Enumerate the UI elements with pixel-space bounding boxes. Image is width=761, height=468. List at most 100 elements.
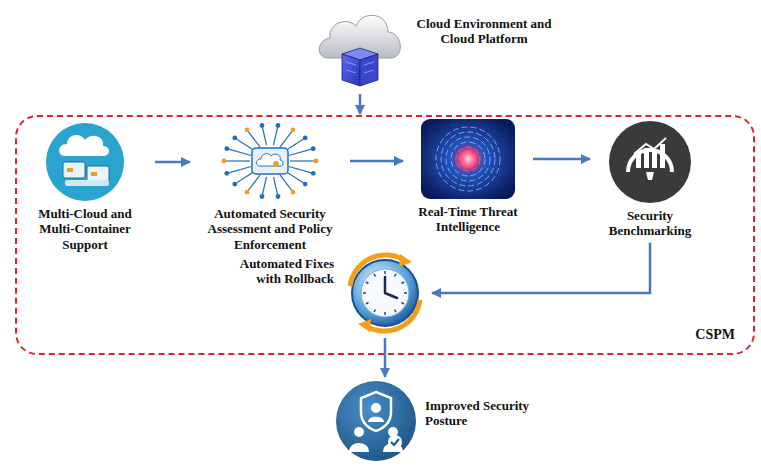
icon-part [402, 303, 405, 305]
icon-part [224, 171, 229, 176]
icon-part [252, 148, 288, 174]
flow-arrow [155, 161, 190, 164]
icon-part [276, 123, 281, 128]
icon-part [374, 274, 376, 277]
region-label: CSPM [695, 327, 735, 343]
icon-part [399, 254, 412, 267]
flow-arrow [384, 338, 387, 377]
flow-arrow [432, 243, 650, 293]
node-label: Security Benchmarking [594, 208, 706, 239]
icon-part [303, 136, 308, 141]
icon-part [87, 166, 109, 182]
capability-step: Automated Fixes with Rollback [216, 250, 428, 336]
icon-part [247, 130, 260, 147]
icon-part [660, 144, 665, 168]
icon-part [374, 310, 376, 313]
icon-part [311, 171, 316, 176]
icon-part [311, 146, 316, 151]
multi-cloud-icon [45, 122, 125, 202]
node-label: Cloud Environment and Cloud Platform [414, 16, 554, 47]
icon-part [636, 154, 641, 168]
cloud-platform: Cloud Environment and Cloud Platform [314, 2, 554, 92]
label-group: Automated Security Assessment and Policy… [194, 206, 346, 252]
capability-step: Multi-Cloud and Multi-Container Support [19, 122, 151, 252]
icon-part [336, 381, 416, 461]
icon-part [342, 48, 378, 86]
icon-part [247, 175, 260, 192]
icon [45, 122, 125, 202]
icon-part [256, 154, 283, 166]
icon-part [227, 167, 251, 174]
icon-part [260, 194, 265, 199]
icon-part [368, 417, 384, 422]
icon-part [646, 172, 654, 180]
threat-icon [420, 118, 516, 200]
icon-part [352, 260, 418, 326]
icon-part [285, 138, 305, 151]
icon [218, 120, 322, 202]
icon-part [291, 127, 296, 132]
icon-part [384, 312, 386, 315]
icon-part [227, 149, 251, 156]
icon-part [280, 175, 293, 192]
icon-part [402, 282, 405, 284]
icon [608, 120, 692, 204]
icon-part [276, 194, 281, 199]
icon-part [446, 137, 490, 181]
capability-step: Automated Security Assessment and Policy… [194, 120, 346, 252]
icon-part [262, 126, 267, 146]
capability-step: Security Benchmarking [594, 120, 706, 239]
icon-part [652, 151, 657, 168]
icon-part [366, 282, 369, 284]
icon-part [232, 182, 237, 187]
icon-part [361, 269, 409, 317]
node-label: Real-Time Threat Intelligence [407, 204, 529, 235]
icon-part [224, 146, 229, 151]
icon-part [314, 159, 319, 164]
cspm-region: CSPM Multi-Cloud and Multi-Container Supp… [15, 115, 755, 355]
icon-part [224, 160, 250, 161]
icon-part [235, 171, 255, 184]
flow-arrow [359, 94, 362, 114]
icon-part [436, 127, 500, 191]
icon-part [46, 123, 124, 201]
label-group: Real-Time Threat Intelligence [407, 204, 529, 235]
label-group: Improved Security Posture [425, 398, 537, 429]
outcome-node: Improved Security Posture [335, 380, 537, 462]
icon-part [371, 403, 381, 413]
node-label: Automated Fixes with Rollback [216, 256, 334, 287]
icon-part [644, 148, 649, 168]
icon-part [395, 310, 397, 313]
icon-part [222, 159, 227, 164]
flow-arrow [350, 160, 403, 163]
posture-icon [335, 380, 417, 462]
icon-part [245, 127, 250, 132]
icon-part [609, 121, 691, 203]
label-group: Multi-Cloud and Multi-Container Support [19, 206, 151, 252]
label-group: Security Benchmarking [594, 208, 706, 239]
icon-part [395, 274, 397, 277]
icon-part [366, 303, 369, 305]
icon-part [232, 136, 237, 141]
icon-part [260, 123, 265, 128]
icon-part [421, 119, 515, 199]
icon-part [67, 168, 73, 172]
node-label: Improved Security Posture [425, 398, 537, 429]
icon-part [391, 439, 399, 445]
icon-part [59, 135, 109, 156]
icon-part [388, 435, 402, 449]
icon-part [285, 171, 305, 184]
cloud-icon [314, 2, 406, 92]
node-label: Multi-Cloud and Multi-Container Support [19, 206, 151, 252]
icon-part [274, 177, 279, 197]
icon-part [274, 126, 279, 146]
icon-part [289, 167, 313, 174]
icon-part [634, 138, 666, 154]
icon-part [452, 143, 484, 175]
icon-part [385, 277, 397, 298]
icon-part [361, 392, 391, 431]
icon-part [358, 319, 371, 332]
icon-part [349, 443, 369, 452]
network-icon [218, 120, 322, 202]
